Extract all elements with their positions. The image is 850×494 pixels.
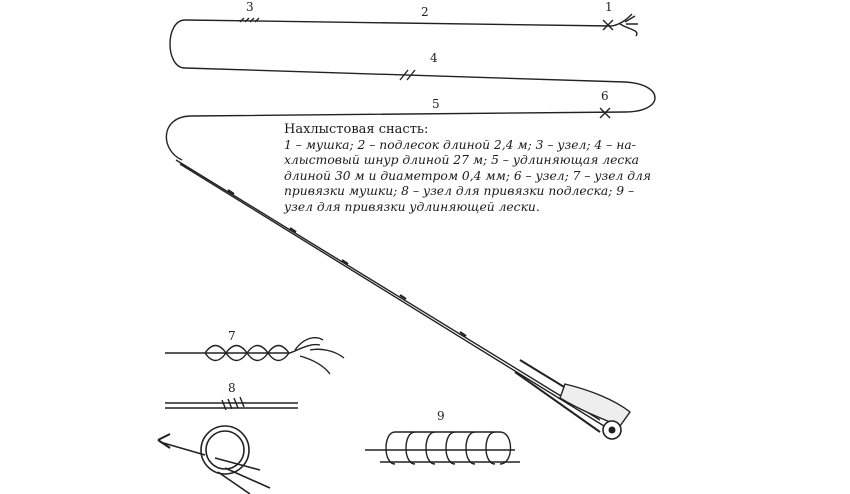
label-9: 9 bbox=[437, 409, 445, 423]
label-3: 3 bbox=[246, 0, 254, 14]
diagram-caption: Нахлыстовая снасть: 1 – мушка; 2 – подле… bbox=[284, 122, 652, 215]
knot-drawing-loop bbox=[157, 425, 271, 494]
knot-6 bbox=[599, 107, 611, 119]
fishing-line bbox=[165, 19, 656, 161]
caption-line: узел для привязки удлиняющей лески. bbox=[284, 199, 540, 214]
label-4: 4 bbox=[430, 51, 438, 65]
caption-line: хлыстовый шнур длиной 27 м; 5 – удлиняющ… bbox=[284, 153, 639, 167]
fly-icon bbox=[611, 13, 638, 37]
fly-rod bbox=[175, 159, 631, 440]
caption-line: длиной 30 м и диаметром 0,4 мм; 6 – узел… bbox=[284, 168, 652, 183]
break-mark-4 bbox=[399, 69, 416, 81]
knot-3 bbox=[239, 17, 260, 23]
knot-9-drawing bbox=[365, 431, 520, 465]
caption-line: привязки мушки; 8 – узел для привязки по… bbox=[284, 184, 635, 198]
caption-title: Нахлыстовая снасть: bbox=[284, 122, 429, 137]
label-5: 5 bbox=[432, 97, 440, 111]
label-2: 2 bbox=[421, 5, 429, 19]
knot-1 bbox=[602, 19, 614, 31]
label-7: 7 bbox=[228, 329, 236, 343]
knot-8-drawing bbox=[165, 396, 298, 411]
caption-line: 1 – мушка; 2 – подлесок длиной 2,4 м; 3 … bbox=[284, 137, 636, 152]
label-6: 6 bbox=[601, 89, 609, 103]
knot-7-drawing bbox=[165, 337, 345, 375]
label-8: 8 bbox=[228, 381, 236, 395]
label-1: 1 bbox=[605, 0, 613, 14]
